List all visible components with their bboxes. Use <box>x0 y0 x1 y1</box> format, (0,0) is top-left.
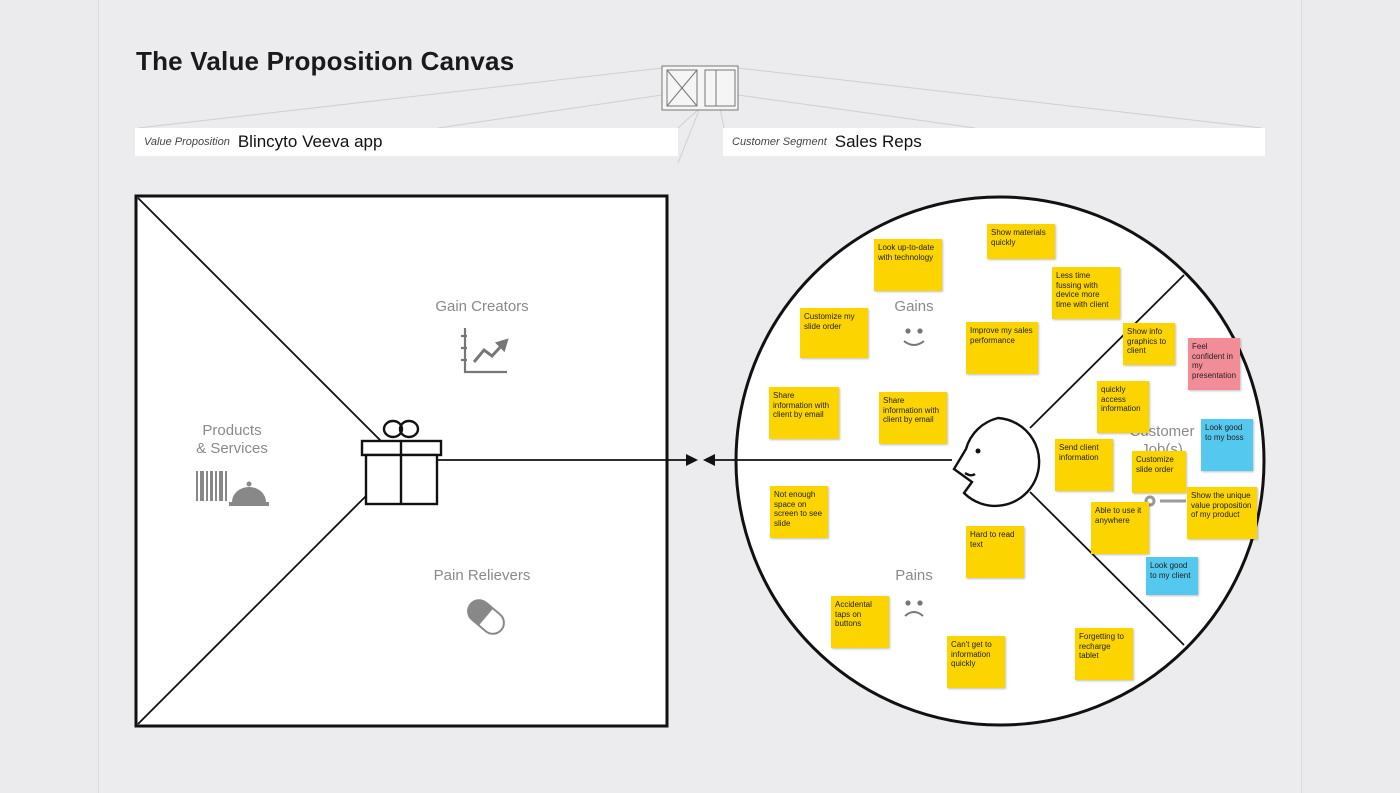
sticky-note[interactable]: Customize slide order <box>1132 451 1186 493</box>
value-proposition-bar[interactable]: Value Proposition Blincyto Veeva app <box>135 128 678 156</box>
products-services-label-line2: & Services <box>196 440 268 457</box>
sticky-note[interactable]: Customize my slide order <box>800 308 868 358</box>
customer-segment-bar[interactable]: Customer Segment Sales Reps <box>723 128 1265 156</box>
pill-icon <box>467 599 505 635</box>
gift-icon <box>360 419 443 506</box>
sticky-note[interactable]: Hard to read text <box>966 526 1024 578</box>
sticky-note[interactable]: Send client information <box>1055 439 1113 491</box>
sticky-note[interactable]: Accidental taps on buttons <box>831 596 889 648</box>
sticky-note[interactable]: Not enough space on screen to see slide <box>770 486 828 538</box>
cloche-icon <box>229 481 269 506</box>
sticky-note[interactable]: Able to use it anywhere <box>1091 502 1149 554</box>
value-proposition-value[interactable]: Blincyto Veeva app <box>237 132 383 151</box>
gain-creators-label: Gain Creators <box>435 298 529 315</box>
sticky-note[interactable]: Show info graphics to client <box>1123 323 1175 365</box>
customer-segment-label: Customer Segment <box>732 136 827 148</box>
sticky-note[interactable]: Improve my sales performance <box>966 322 1038 374</box>
sticky-note[interactable]: Share information with client by email <box>879 392 947 444</box>
sticky-note[interactable]: Look good to my client <box>1146 557 1198 595</box>
sticky-note[interactable]: Show the unique value proposition of my … <box>1187 487 1257 539</box>
gains-label: Gains <box>894 298 934 315</box>
sticky-note[interactable]: Share information with client by email <box>769 387 839 439</box>
customer-face-icon <box>952 416 1041 508</box>
page-title: The Value Proposition Canvas <box>136 46 515 76</box>
sticky-note[interactable]: Can't get to information quickly <box>947 636 1005 688</box>
sticky-note[interactable]: Feel confident in my presentation <box>1188 338 1240 390</box>
sticky-note[interactable]: Look good to my boss <box>1201 419 1253 471</box>
sticky-note[interactable]: Show materials quickly <box>987 224 1055 259</box>
value-proposition-label: Value Proposition <box>144 136 230 148</box>
products-services-label-line1: Products <box>202 422 262 439</box>
customer-segment-value[interactable]: Sales Reps <box>834 132 922 151</box>
wrench-icon <box>1144 495 1186 507</box>
sticky-note[interactable]: quickly access information <box>1097 381 1149 433</box>
frowny-icon <box>904 600 924 617</box>
canvas-thumbnail <box>661 65 739 111</box>
sticky-note[interactable]: Forgetting to recharge tablet <box>1075 628 1133 680</box>
sticky-note[interactable]: Less time fussing with device more time … <box>1052 267 1120 319</box>
chart-up-icon <box>461 328 509 374</box>
smiley-icon <box>903 328 925 346</box>
pain-relievers-label: Pain Relievers <box>433 567 531 584</box>
pains-label: Pains <box>895 567 933 584</box>
barcode-icon <box>196 471 227 501</box>
sticky-note[interactable]: Look up-to-date with technology <box>874 239 942 291</box>
